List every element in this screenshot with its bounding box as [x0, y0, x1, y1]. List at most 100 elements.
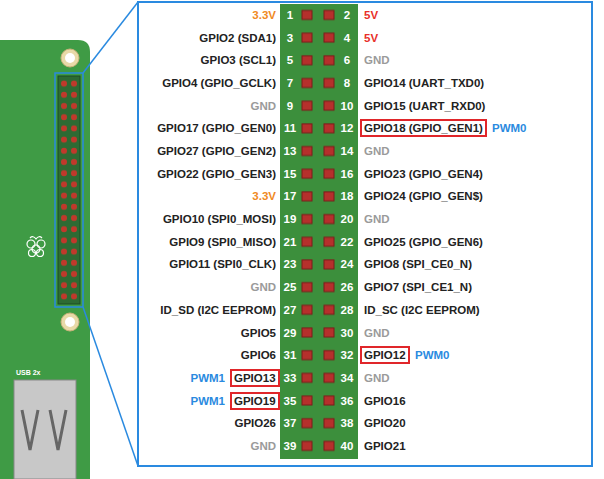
pwm-label: PWM0 [415, 348, 450, 362]
highlight-box: GPIO19 [230, 392, 280, 410]
pwm-label: PWM1 [191, 371, 226, 385]
pin-number: 27 [284, 303, 297, 317]
gpio-label: GPIO12 [364, 348, 406, 362]
pin-number: 10 [341, 99, 354, 113]
board-header [58, 76, 80, 304]
pin-number: 4 [344, 31, 350, 45]
pin-label: 5V [364, 31, 378, 45]
pin-label: GPIO26 [234, 416, 276, 430]
pin-number: 34 [341, 371, 354, 385]
pin-number: 36 [341, 394, 354, 408]
pin-number: 2 [344, 8, 350, 22]
pin-number: 11 [284, 121, 296, 135]
pin-label: GND [364, 144, 390, 158]
pin-label: GND [364, 53, 390, 67]
gpio-label: GPIO19 [234, 394, 276, 408]
zoom-frame [138, 2, 592, 466]
pin-label: GND [250, 280, 276, 294]
pin-label: GPIO5 [241, 326, 276, 340]
pin-number: 22 [341, 235, 354, 249]
pin-number: 17 [284, 189, 297, 203]
pin-label: GPIO11 (SPI0_CLK) [169, 257, 276, 271]
pwm-label: PWM1 [191, 394, 226, 408]
pin-label: GPIO27 (GPIO_GEN2) [157, 144, 276, 158]
pin-number: 32 [341, 348, 354, 362]
pin-number: 25 [284, 280, 297, 294]
pin-label: GPIO21 [364, 439, 406, 453]
pin-number: 8 [344, 76, 350, 90]
zoom-line [83, 307, 138, 466]
usb-connector [14, 380, 76, 479]
header-highlight [55, 73, 83, 307]
pin-label: GND [250, 439, 276, 453]
pin-label: GPIO25 (GPIO_GEN6) [364, 235, 483, 249]
board-header-pins [58, 78, 80, 302]
pin-label: GND [364, 371, 390, 385]
pin-number: 18 [341, 189, 354, 203]
pin-number: 15 [284, 167, 297, 181]
highlight-box: GPIO18 (GPIO_GEN1) [360, 119, 487, 137]
pin-number: 13 [284, 144, 297, 158]
pin-number: 37 [284, 416, 297, 430]
pin-number: 21 [284, 235, 297, 249]
pin-label: ID_SD (I2C EEPROM) [160, 303, 276, 317]
mounting-hole [61, 49, 79, 67]
raspberry-logo [27, 237, 45, 257]
pin-number: 3 [287, 31, 293, 45]
mounting-hole [65, 317, 75, 327]
pin-number: 16 [341, 167, 354, 181]
pin-label: GPIO22 (GPIO_GEN3) [157, 167, 276, 181]
pin-number: 26 [341, 280, 354, 294]
pin-number: 23 [284, 257, 297, 271]
highlight-box: GPIO13 [230, 369, 280, 387]
pin-number: 19 [284, 212, 297, 226]
pin-label: GPIO15 (UART_RXD0) [364, 99, 485, 113]
zoom-line [83, 2, 138, 73]
pin-label: GPIO6 [241, 348, 276, 362]
pin-number: 40 [341, 439, 354, 453]
pin-number: 28 [341, 303, 354, 317]
pin-number: 5 [287, 53, 293, 67]
pin-label: GPIO3 (SCL1) [201, 53, 276, 67]
pin-label: GPIO8 (SPI_CE0_N) [364, 257, 472, 271]
pin-number: 29 [284, 326, 297, 340]
pin-label: GPIO24 (GPIO_GEN$) [364, 189, 483, 203]
board [0, 40, 90, 479]
pin-label: GPIO7 (SPI_CE1_N) [364, 280, 472, 294]
board-label: USB 2x [16, 368, 41, 377]
pin-label: 3.3V [252, 189, 276, 203]
pin-label: GPIO17 (GPIO_GEN0) [157, 121, 276, 135]
pin-number: 30 [341, 326, 354, 340]
pin-label: 5V [364, 8, 378, 22]
pin-number: 31 [284, 348, 297, 362]
pin-label: GND [250, 99, 276, 113]
pin-number: 38 [341, 416, 354, 430]
pin-label: GPIO4 (GPIO_GCLK) [162, 76, 276, 90]
pin-number: 1 [287, 8, 293, 22]
pin-label: GPIO16 [364, 394, 406, 408]
gpio-header [280, 4, 358, 459]
pin-number: 12 [341, 121, 354, 135]
pin-number: 6 [344, 53, 350, 67]
pin-number: 33 [284, 371, 297, 385]
pin-label: GPIO20 [364, 416, 406, 430]
pin-label: 3.3V [252, 8, 276, 22]
mounting-hole [65, 53, 75, 63]
pin-number: 35 [284, 394, 297, 408]
pin-label: GPIO9 (SPI0_MISO) [169, 235, 276, 249]
highlight-box: GPIO12 [360, 346, 410, 364]
header-pins [280, 4, 358, 459]
pin-label: GND [364, 212, 390, 226]
pin-label: GND [364, 326, 390, 340]
mounting-hole [61, 313, 79, 331]
pin-number: 14 [341, 144, 354, 158]
pin-label: GPIO10 (SPI0_MOSI) [163, 212, 276, 226]
pin-label: GPIO2 (SDA1) [199, 31, 276, 45]
pin-number: 20 [341, 212, 354, 226]
pin-label: GPIO23 (GPIO_GEN4) [364, 167, 483, 181]
pwm-label: PWM0 [492, 121, 527, 135]
gpio-label: GPIO13 [234, 371, 276, 385]
pin-number: 24 [341, 257, 354, 271]
pin-number: 7 [287, 76, 293, 90]
